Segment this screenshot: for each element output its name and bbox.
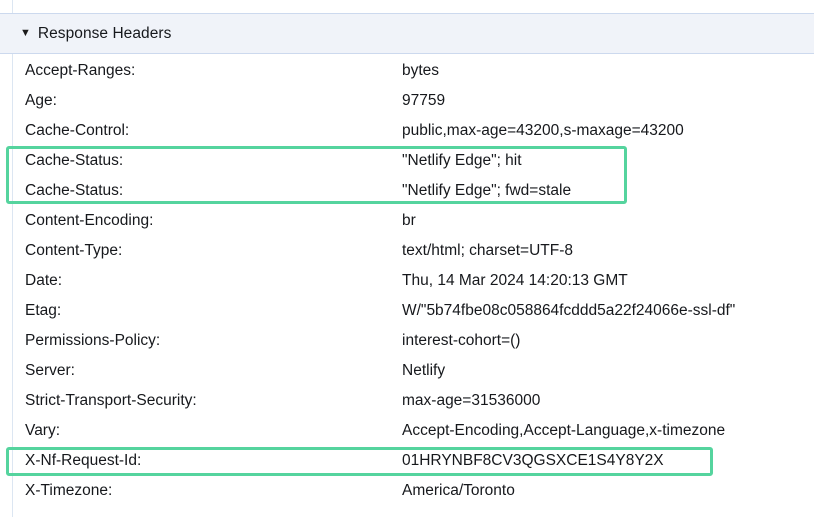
header-name: Content-Type:	[25, 242, 123, 259]
header-value: max-age=31536000	[402, 392, 541, 409]
header-name: X-Timezone:	[25, 482, 113, 499]
section-title: Response Headers	[37, 24, 172, 42]
header-value: text/html; charset=UTF-8	[402, 242, 573, 259]
header-value: W/"5b74fbe08c058864fcddd5a22f24066e-ssl-…	[402, 302, 736, 319]
header-name: Etag:	[25, 302, 62, 319]
header-name: Permissions-Policy:	[25, 332, 161, 349]
header-name: Vary:	[25, 422, 61, 439]
header-value: "Netlify Edge"; fwd=stale	[402, 182, 572, 199]
header-name: Content-Encoding:	[25, 212, 154, 229]
left-gutter-rule	[12, 0, 13, 517]
header-row: X-Timezone: America/Toronto	[0, 476, 814, 506]
header-name: Cache-Status:	[25, 182, 124, 199]
header-name: Accept-Ranges:	[25, 62, 136, 79]
header-name: Server:	[25, 362, 75, 379]
header-value: 01HRYNBF8CV3QGSXCE1S4Y8Y2X	[402, 452, 664, 469]
header-value: Netlify	[402, 362, 446, 379]
header-value: public,max-age=43200,s-maxage=43200	[402, 122, 684, 139]
header-value: Accept-Encoding,Accept-Language,x-timezo…	[402, 422, 726, 439]
header-row: Cache-Control: public,max-age=43200,s-ma…	[0, 116, 814, 146]
header-value: America/Toronto	[402, 482, 515, 499]
header-name: Strict-Transport-Security:	[25, 392, 197, 409]
header-value: "Netlify Edge"; hit	[402, 152, 522, 169]
header-row: Content-Encoding: br	[0, 206, 814, 236]
header-name: Cache-Control:	[25, 122, 130, 139]
header-row: Cache-Status: "Netlify Edge"; fwd=stale	[0, 176, 814, 206]
header-row: Permissions-Policy: interest-cohort=()	[0, 326, 814, 356]
header-row: Accept-Ranges: bytes	[0, 56, 814, 86]
header-value: 97759	[402, 92, 446, 109]
header-value: bytes	[402, 62, 440, 79]
header-name: Date:	[25, 272, 63, 289]
header-row: Content-Type: text/html; charset=UTF-8	[0, 236, 814, 266]
header-value: interest-cohort=()	[402, 332, 521, 349]
header-name: Age:	[25, 92, 57, 109]
header-row: Server: Netlify	[0, 356, 814, 386]
header-name: Cache-Status:	[25, 152, 124, 169]
header-row: Cache-Status: "Netlify Edge"; hit	[0, 146, 814, 176]
header-row: X-Nf-Request-Id: 01HRYNBF8CV3QGSXCE1S4Y8…	[0, 446, 814, 476]
response-headers-section-header[interactable]: ▼ Response Headers	[0, 13, 814, 54]
chevron-down-icon[interactable]: ▼	[20, 27, 31, 39]
header-row: Date: Thu, 14 Mar 2024 14:20:13 GMT	[0, 266, 814, 296]
headers-list: Accept-Ranges: bytes Age: 97759 Cache-Co…	[0, 56, 814, 506]
header-value: br	[402, 212, 416, 229]
header-row: Strict-Transport-Security: max-age=31536…	[0, 386, 814, 416]
header-row: Etag: W/"5b74fbe08c058864fcddd5a22f24066…	[0, 296, 814, 326]
header-row: Age: 97759	[0, 86, 814, 116]
header-name: X-Nf-Request-Id:	[25, 452, 142, 469]
header-value: Thu, 14 Mar 2024 14:20:13 GMT	[402, 272, 628, 289]
header-row: Vary: Accept-Encoding,Accept-Language,x-…	[0, 416, 814, 446]
